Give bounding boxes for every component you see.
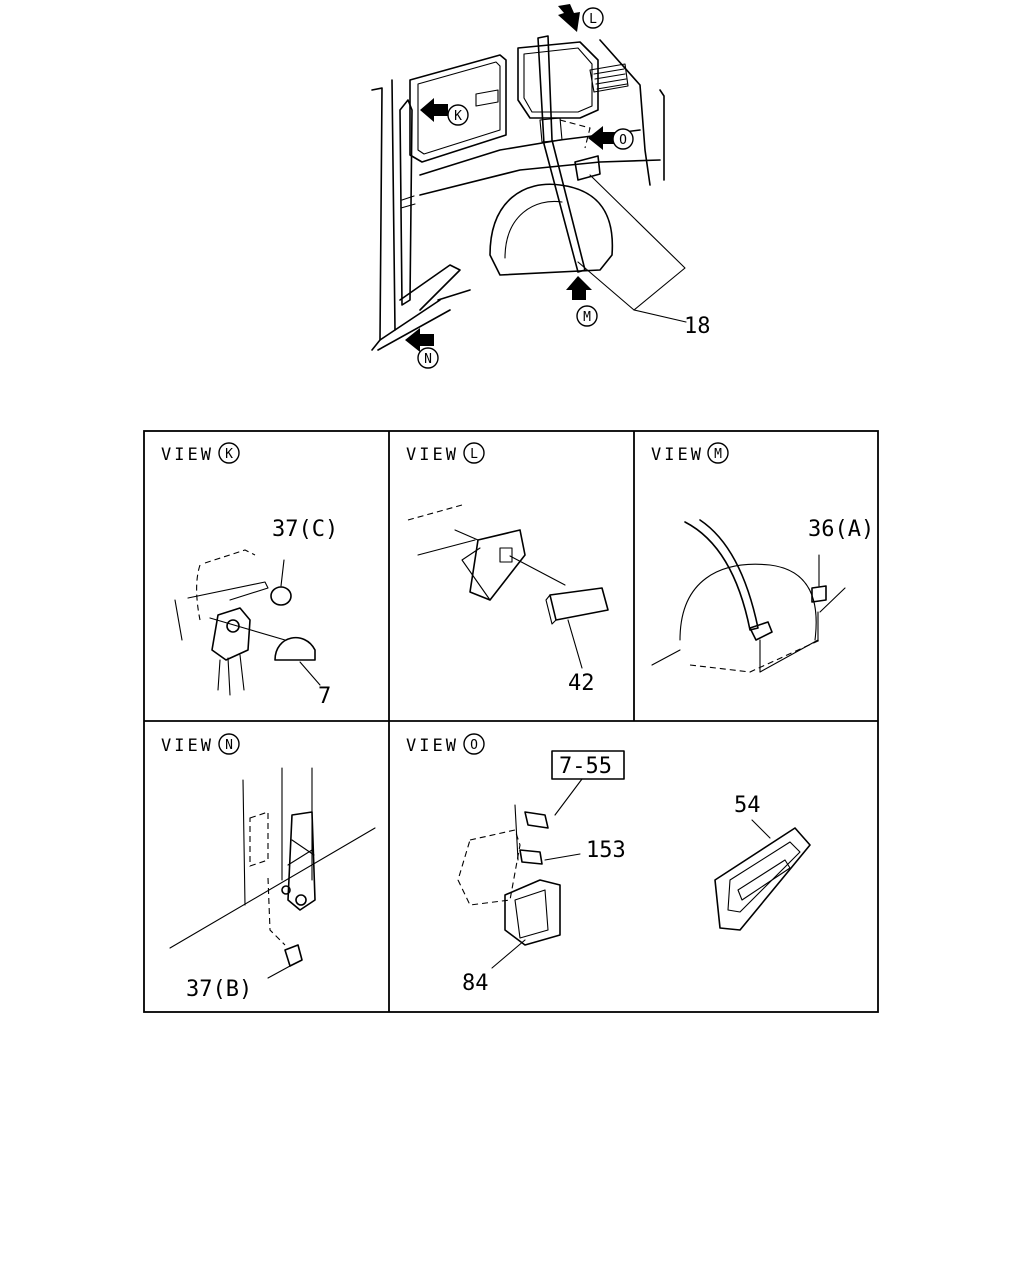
part-label-42: 42 <box>568 671 595 696</box>
marker-O: O <box>612 128 634 150</box>
svg-text:M: M <box>583 310 591 325</box>
view-M-panel: VIEW M 36(A) <box>651 442 874 673</box>
part-label-54: 54 <box>734 793 761 818</box>
view-L-letter: L <box>470 447 478 462</box>
svg-text:O: O <box>619 133 627 148</box>
view-K-panel: VIEW K 37(C) 7 <box>161 442 338 709</box>
marker-N: N <box>417 347 439 369</box>
svg-text:L: L <box>589 12 597 27</box>
part-label-36A: 36(A) <box>808 517 874 542</box>
view-K-letter: K <box>225 447 233 462</box>
part-label-153: 153 <box>586 838 626 863</box>
arrow-O <box>588 126 615 150</box>
part-label-37B: 37(B) <box>186 977 252 1002</box>
svg-text:N: N <box>424 352 432 367</box>
view-K-prefix: VIEW <box>161 445 214 465</box>
view-grid <box>143 430 879 1013</box>
part-label-7-55: 7-55 <box>559 754 612 779</box>
part-label-84: 84 <box>462 971 489 996</box>
marker-K: K <box>447 104 469 126</box>
view-M-prefix: VIEW <box>651 445 704 465</box>
part-label-37C: 37(C) <box>272 517 338 542</box>
svg-text:K: K <box>454 109 462 124</box>
view-M-letter: M <box>714 447 722 462</box>
view-O-prefix: VIEW <box>406 736 459 756</box>
view-O-panel: VIEW O 7-55 153 84 54 <box>406 733 811 996</box>
view-N-panel: VIEW N 37(B) <box>161 733 376 1002</box>
view-L-panel: VIEW L 42 <box>406 442 609 696</box>
part-label-18: 18 <box>684 314 711 339</box>
arrow-K <box>420 98 448 122</box>
marker-M: M <box>576 305 598 327</box>
arrow-M <box>566 276 592 300</box>
overview-illustration: K L O M N 18 <box>371 4 711 369</box>
view-N-letter: N <box>225 738 233 753</box>
arrow-L <box>558 4 580 32</box>
view-N-prefix: VIEW <box>161 736 214 756</box>
arrow-N <box>405 328 434 352</box>
part-label-7: 7 <box>318 684 331 709</box>
view-L-prefix: VIEW <box>406 445 459 465</box>
marker-L: L <box>582 7 604 29</box>
view-O-letter: O <box>470 738 478 753</box>
